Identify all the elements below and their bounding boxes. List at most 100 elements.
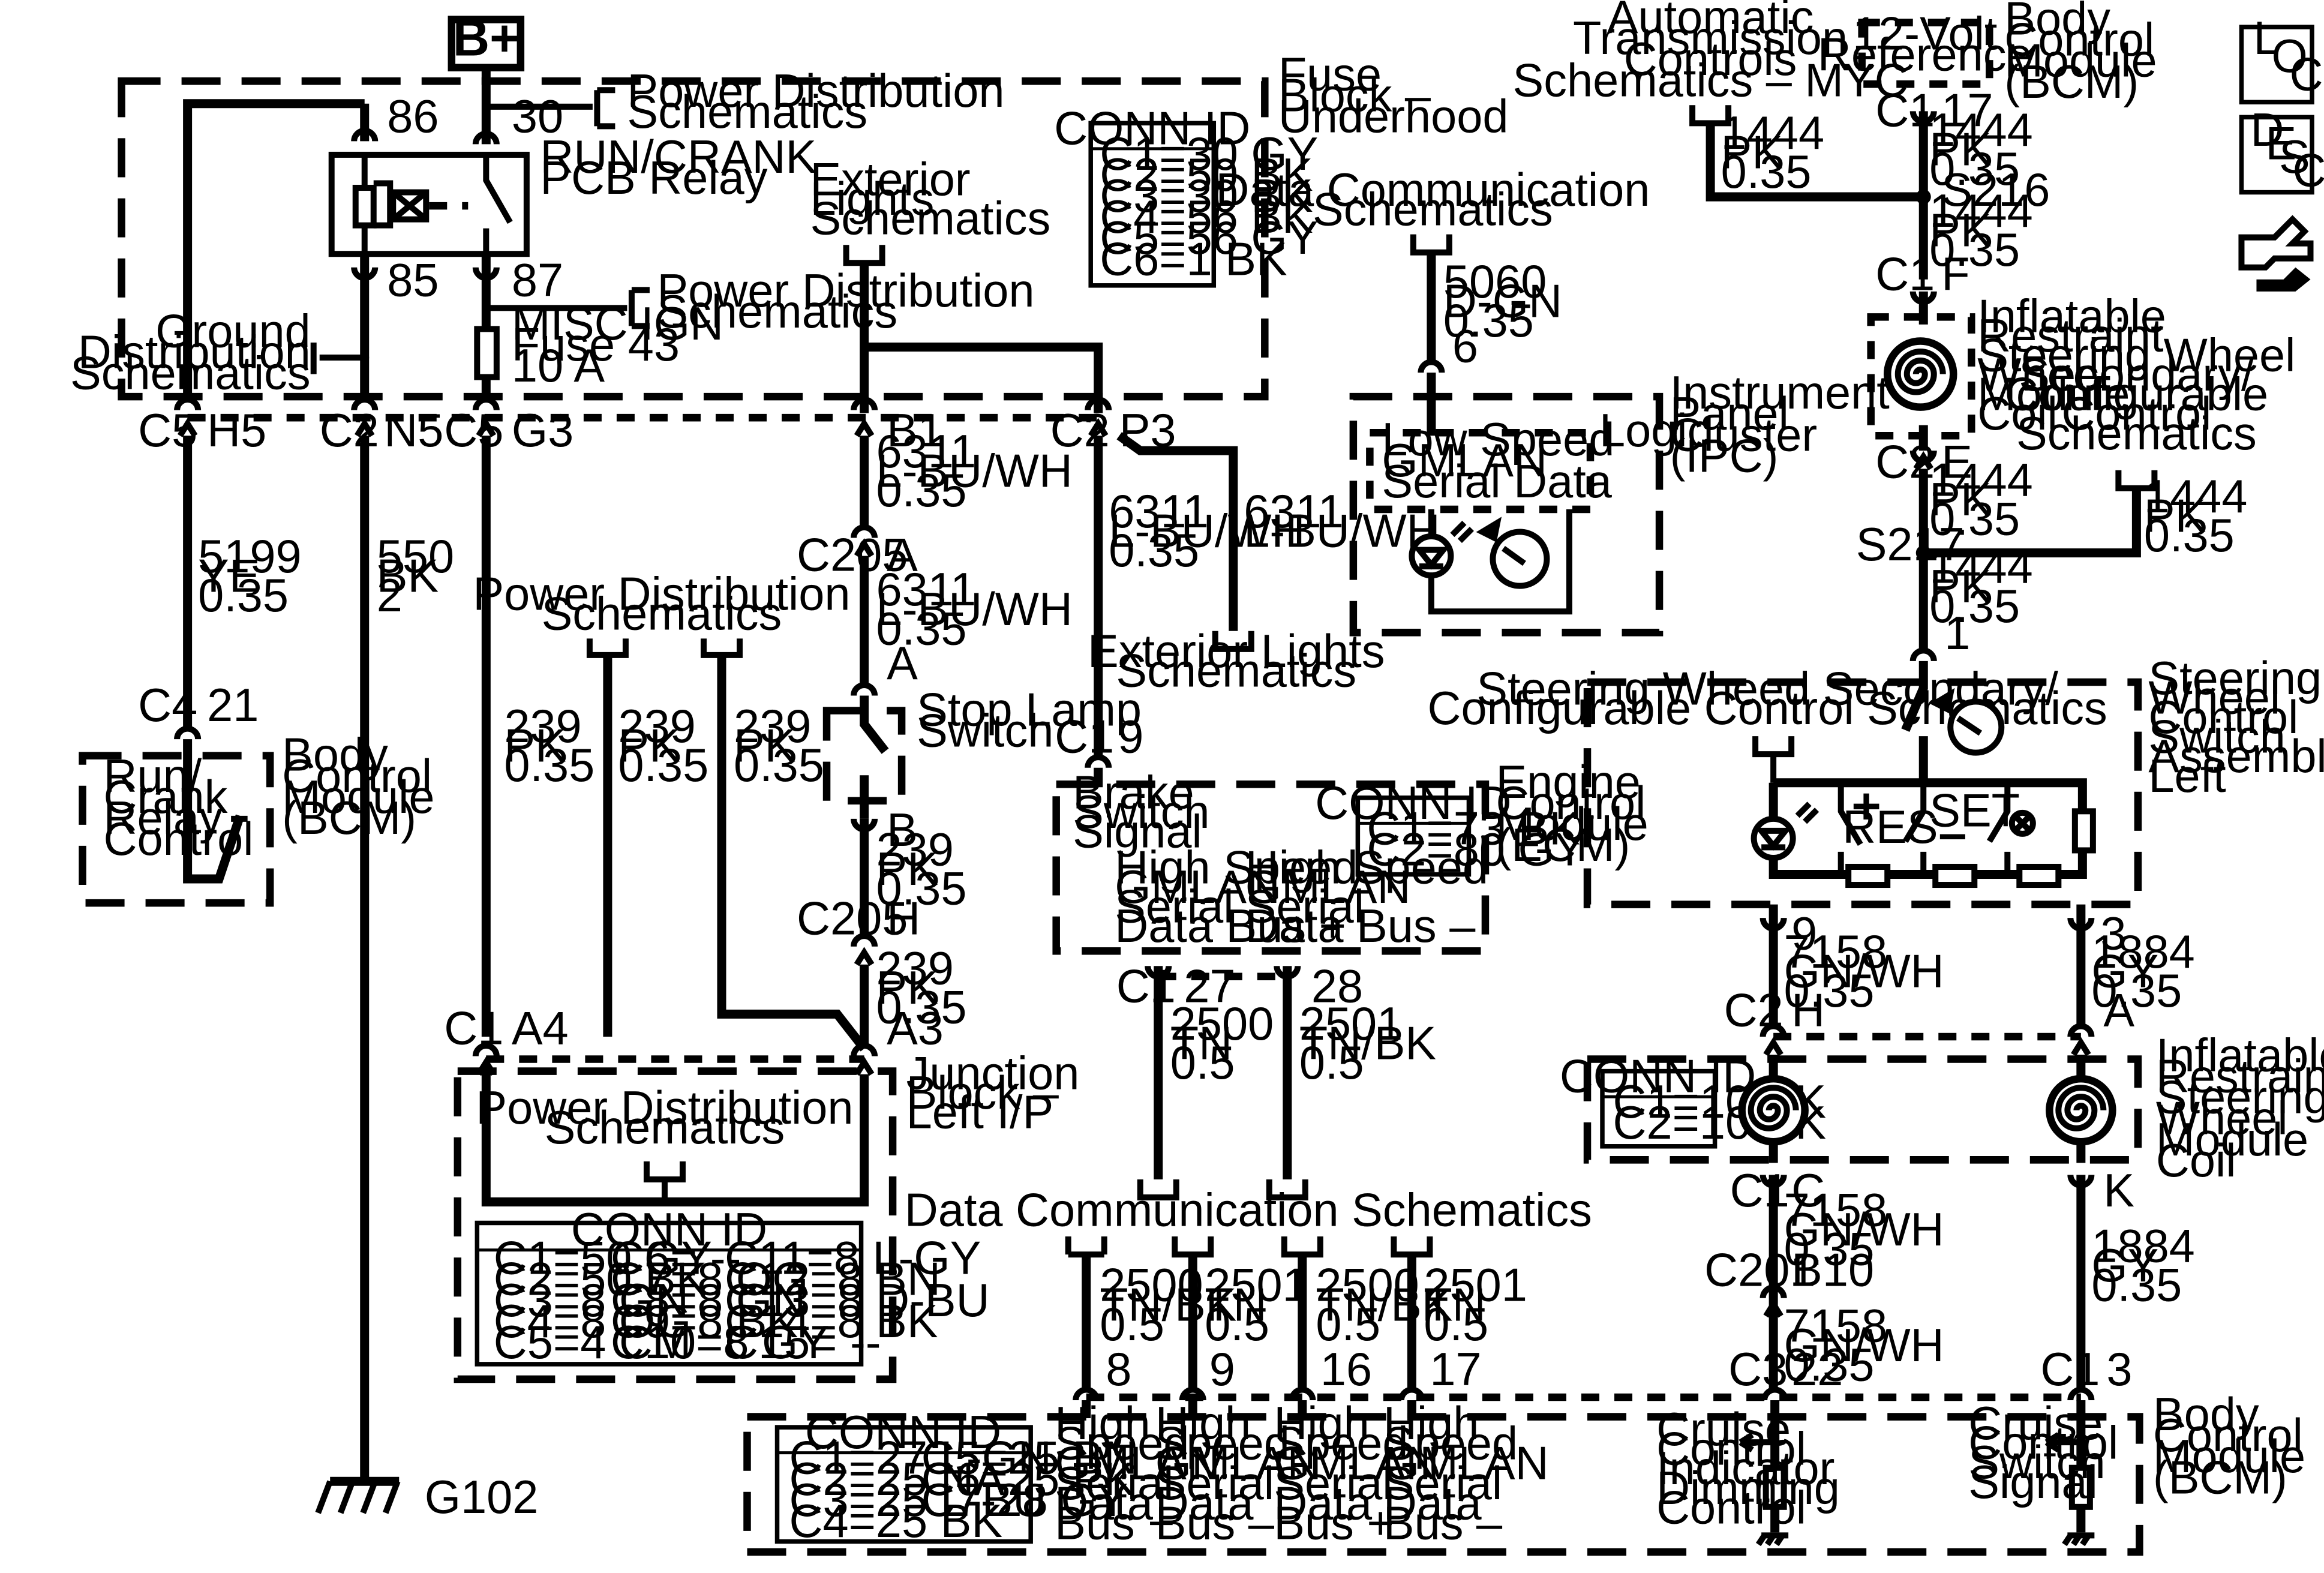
s217: S217 xyxy=(1856,519,1965,571)
hs-label-line: High xyxy=(1155,1398,1251,1449)
wire-1884a: 1884GY0.35 xyxy=(2091,926,2194,1017)
junction-conn-cell: C2=50 BK xyxy=(494,1254,707,1305)
hs-label-line: Bus + xyxy=(1274,1498,1394,1550)
junction-conn-cell: C1=50 GY xyxy=(494,1233,712,1284)
ecm-box xyxy=(1052,780,1490,955)
bcm-conn-cell: C6=25 PK xyxy=(921,1454,1135,1505)
bcm-bottom-pin-17: 17 xyxy=(1430,1344,1481,1395)
c205-h: C205H xyxy=(797,893,920,945)
junction-conn-cell: C10=8 GY xyxy=(611,1317,829,1368)
ipc-logic: Logic xyxy=(1599,405,1710,457)
swsa-label: SteeringWheelControlSwitchAssembly –Left xyxy=(2148,653,2324,802)
wire-239d: 239PK0.35 xyxy=(876,824,967,914)
connector-view-icon[interactable] xyxy=(2238,215,2314,292)
ecm-conn-list: C1=73 BKC2=80 GY xyxy=(1367,803,1585,875)
wire-2500c: 2500TN/BK0.5 xyxy=(1316,1260,1452,1350)
c205-a2: A xyxy=(887,638,918,689)
bcm-left-box xyxy=(79,752,274,907)
sw-resistor-2 xyxy=(1932,863,1978,888)
junction-conn-cell: C3=8 GN xyxy=(494,1275,689,1326)
irsw-coil-2-box xyxy=(1583,1055,2142,1164)
ipc-box xyxy=(1349,392,1664,637)
ipc-title: InstrumentPanelCluster(IPC) xyxy=(1670,367,1890,482)
hs-label-line: Bus – xyxy=(1383,1498,1503,1550)
sw-led xyxy=(1750,815,1796,861)
cruise2-label: CruiseControlSwitchSignal xyxy=(1968,1398,2118,1508)
ecm-p27: 27 xyxy=(1184,960,1235,1012)
sw-set: SET xyxy=(1929,785,2020,836)
sw-plus: + xyxy=(1851,778,1881,834)
ipc-pin-6: 6 xyxy=(1452,320,1478,372)
junction-conn-cell: C11=8 L-GY xyxy=(725,1233,981,1284)
fuse-conn-id-title: CONN ID xyxy=(1054,103,1250,154)
right-c201: C201B10 xyxy=(1704,1245,1874,1296)
hs-label-line: Bus + xyxy=(1055,1498,1175,1550)
ipc-dcs-label: Data CommunicationSchematics xyxy=(1215,164,1650,236)
bcm-bottom-conn-id-box xyxy=(774,1425,1033,1544)
sws2-label: Steering Wheed Secondary/Configurable Co… xyxy=(1427,663,2107,734)
junction-conn-cell: C9=8 BK xyxy=(611,1296,798,1347)
fuse-label: MISC IGNFuse 4310 A xyxy=(512,298,723,392)
bplus-label: B+ xyxy=(453,10,520,67)
s216: S216 xyxy=(1941,164,2050,216)
sw-resistor-end xyxy=(2071,808,2096,854)
data-comm-label: Data Communication Schematics xyxy=(905,1184,1592,1236)
desc-nav-button[interactable] xyxy=(2239,115,2314,195)
hs-label-line: Bus – xyxy=(1155,1498,1275,1550)
bcm-conn-cell: C1=27 L-GN xyxy=(789,1433,1052,1484)
hs-label-line: Serial xyxy=(1274,1458,1392,1509)
fuse-43 xyxy=(474,326,500,380)
ipc-low-speed: Low SpeedGMLANSerial Data xyxy=(1382,414,1614,508)
junction-conn-cell: C7=8 OG xyxy=(611,1254,809,1305)
junction-title: JunctionBlock –Left I/P xyxy=(906,1048,1080,1139)
junction-conn-cell: C12=8 BN xyxy=(725,1254,941,1305)
right-conn-id-box xyxy=(1600,1068,1718,1149)
hs-label-line: GMLAN xyxy=(1155,1438,1321,1490)
pd-mid-label: Power DistributionSchematics xyxy=(473,569,850,640)
hs-label-line: GMLAN xyxy=(1055,1438,1220,1490)
wire-1444b: 1444PK0.35 xyxy=(1929,104,2032,195)
junction-conn-cell: C15= -- xyxy=(725,1317,881,1368)
ground-dist-label: GroundDistributionSchematics xyxy=(70,305,311,399)
hs-label-line: Data xyxy=(1155,1478,1254,1529)
ecm-c1: C1 xyxy=(1116,960,1176,1012)
desc-nav-text: DESC xyxy=(2250,104,2324,197)
wire-239c: 239PK0.35 xyxy=(734,701,824,791)
sw-resistor-1 xyxy=(1845,863,1891,888)
junction-conn-title: CONN ID xyxy=(571,1204,767,1256)
wire-2500b: 2500TN/BK0.5 xyxy=(1100,1260,1236,1350)
ref12-label: 12-VoltReference xyxy=(1818,8,2032,81)
wire-2500a: 2500TN0.5 xyxy=(1170,998,1274,1089)
wire-550: 550BK2 xyxy=(377,531,454,622)
cruise1-label: CruiseControlIndicatorDimmingControl xyxy=(1656,1404,1840,1533)
wire-239e: 239PK0.35 xyxy=(876,942,967,1033)
bcm-left-switch-label: Run/CrankRelayControl xyxy=(104,751,254,865)
wire-1444a: 1444PK0.35 xyxy=(1721,107,1824,198)
hs-label-line: High xyxy=(1055,1398,1150,1449)
pin-30: 30 xyxy=(512,91,563,142)
bcm-bottom-pin-16: 16 xyxy=(1320,1344,1372,1395)
irsw2-label: InflatableRestraintSteeringWheelModuleCo… xyxy=(2156,1030,2324,1187)
wire-2501b: 2501TN0.5 xyxy=(1205,1260,1308,1350)
junction-conn-cell: C4=8 OG xyxy=(494,1296,692,1347)
wire-7158a: 7158GN/WH0.35 xyxy=(1784,926,1944,1017)
wire-1444c: 1444PK0.35 xyxy=(1929,185,2032,276)
loc-nav-button[interactable] xyxy=(2239,25,2314,105)
pin-86: 86 xyxy=(387,91,439,142)
right-p9: 9 xyxy=(1791,908,1817,960)
hs-label-line: Speed xyxy=(1383,1418,1518,1469)
bcm-conn-cell: C2=25 NA xyxy=(789,1454,1005,1505)
bcm-bottom-pin-8: 8 xyxy=(1106,1344,1131,1395)
wire-1884b: 1884GY0.35 xyxy=(2091,1221,2194,1311)
wire-7158c: 7158GN/WH0.35 xyxy=(1784,1300,1944,1391)
wire-1444f: 1444PK0.35 xyxy=(1929,542,2032,632)
ecm-brake-label: BrakeSwitchSignal xyxy=(1073,767,1209,857)
wire-2501c: 2501TN0.5 xyxy=(1424,1260,1527,1350)
